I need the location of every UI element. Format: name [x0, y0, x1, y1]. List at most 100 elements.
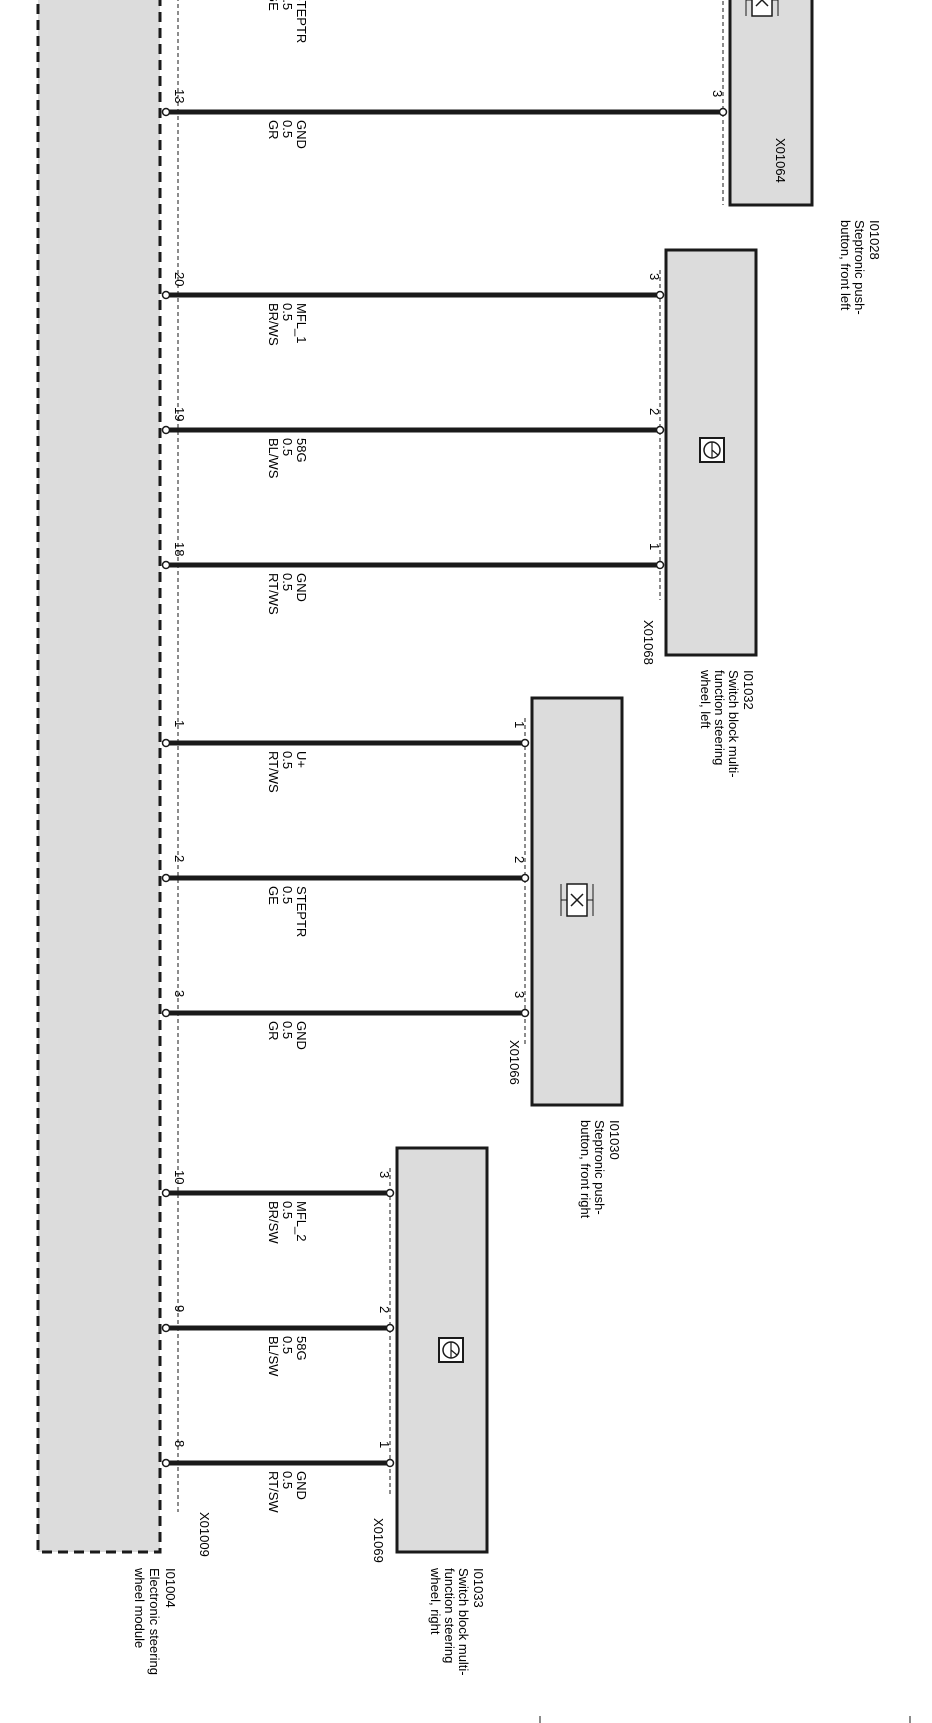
switch-block-icon: [438, 1337, 464, 1363]
module-pin-terminal: [161, 560, 171, 570]
wire-size-label: 0.5: [280, 438, 295, 456]
module-id-label: I01004: [163, 1568, 178, 1608]
component-name-line: Steptronic push-: [592, 1120, 607, 1215]
module-pin-number: 8: [172, 1440, 187, 1447]
wire-color-label: BR/SW: [266, 1201, 281, 1244]
steering-wheel-spoke: [711, 449, 719, 456]
component-name-line: button, front left: [838, 220, 853, 311]
module-pin-number: 1: [172, 720, 187, 727]
module-name-line: wheel module: [132, 1567, 147, 1648]
wire-signal-label: GND: [294, 1471, 309, 1500]
component-pin-terminal: [655, 425, 665, 435]
wire-size-label: 0.5: [280, 1471, 295, 1489]
component-pin-number: 1: [377, 1441, 392, 1448]
wire-color-label: RT/WS: [266, 751, 281, 793]
wire-size-label: 0.5: [280, 1201, 295, 1219]
component-name-line: Switch block multi-: [726, 670, 741, 778]
component-name-line: wheel, right: [428, 1567, 443, 1635]
component-pin-terminal: [520, 873, 530, 883]
component-pin-terminal: [385, 1323, 395, 1333]
pushbutton-cross-a: [760, 0, 769, 7]
wire-signal-label: GND: [294, 573, 309, 602]
component-id-label: I01032: [741, 670, 756, 710]
wire-size-label: 0.5: [280, 303, 295, 321]
wire-signal-label: 58G: [294, 438, 309, 463]
module-pin-terminal: [161, 290, 171, 300]
wire-color-label: GR: [266, 1021, 281, 1041]
component-pin-terminal: [718, 107, 728, 117]
wire-color-label: GE: [266, 0, 281, 11]
component-name-line: Steptronic push-: [852, 220, 867, 315]
component-pin-number: 3: [377, 1171, 392, 1178]
wire-size-label: 0.5: [280, 0, 295, 10]
wire-color-label: GR: [266, 120, 281, 140]
pushbutton-cross-b: [755, 0, 764, 7]
module-name-line: Electronic steering: [147, 1568, 162, 1675]
component-pin-terminal: [520, 1008, 530, 1018]
wire-color-label: RT/WS: [266, 573, 281, 615]
steering-wheel-spoke: [450, 1349, 458, 1356]
pushbutton-cross-b: [570, 893, 584, 907]
wire-size-label: 0.5: [280, 120, 295, 138]
component-connector-label: X01068: [641, 620, 656, 665]
wire-signal-label: MFL_2: [294, 1201, 309, 1241]
component-pin-number: 3: [512, 991, 527, 998]
component-connector-label: X01064: [773, 138, 788, 183]
wire-size-label: 0.5: [280, 1021, 295, 1039]
pushbutton-icon: [745, 0, 779, 17]
component-id-label: I01030: [607, 1120, 622, 1160]
module-pin-terminal: [161, 1458, 171, 1468]
module-pin-number: 9: [172, 1305, 187, 1312]
module-pin-terminal: [161, 738, 171, 748]
component-pin-terminal: [655, 560, 665, 570]
component-id-label: I01028: [867, 220, 882, 260]
wire-color-label: GE: [266, 886, 281, 905]
component-pin-terminal: [520, 738, 530, 748]
wire-signal-label: MFL_1: [294, 303, 309, 343]
component-connector-label: X01069: [371, 1518, 386, 1563]
component-name-line: button, front right: [578, 1120, 593, 1219]
component-id-label: I01033: [471, 1568, 486, 1608]
component-pin-number: 2: [512, 856, 527, 863]
wire-size-label: 0.5: [280, 886, 295, 904]
component-box: [728, 0, 814, 207]
module-pin-terminal: [161, 1323, 171, 1333]
component-pin-number: 1: [647, 543, 662, 550]
component-pin-number: 3: [710, 90, 725, 97]
electronic-steering-wheel-module-box: [36, 0, 162, 1554]
module-pin-number: 13: [172, 89, 187, 103]
wire-signal-label: STEPTR: [294, 0, 309, 43]
component-pin-number: 2: [377, 1306, 392, 1313]
module-pin-number: 19: [172, 407, 187, 421]
wire-color-label: BR/WS: [266, 303, 281, 346]
module-pin-terminal: [161, 107, 171, 117]
component-name-line: wheel, left: [698, 669, 713, 729]
module-pin-number: 20: [172, 272, 187, 286]
wire-signal-label: U+: [294, 751, 309, 768]
module-pin-terminal: [161, 425, 171, 435]
wire-signal-label: 58G: [294, 1336, 309, 1361]
component-name-line: function steering: [442, 1568, 457, 1663]
component-name-line: function steering: [712, 670, 727, 765]
component-pin-terminal: [385, 1188, 395, 1198]
wire-color-label: RT/SW: [266, 1471, 281, 1513]
module-pin-number: 18: [172, 542, 187, 556]
module-connector-label: X01009: [197, 1512, 212, 1557]
module-pin-terminal: [161, 873, 171, 883]
switch-block-icon: [699, 437, 725, 463]
